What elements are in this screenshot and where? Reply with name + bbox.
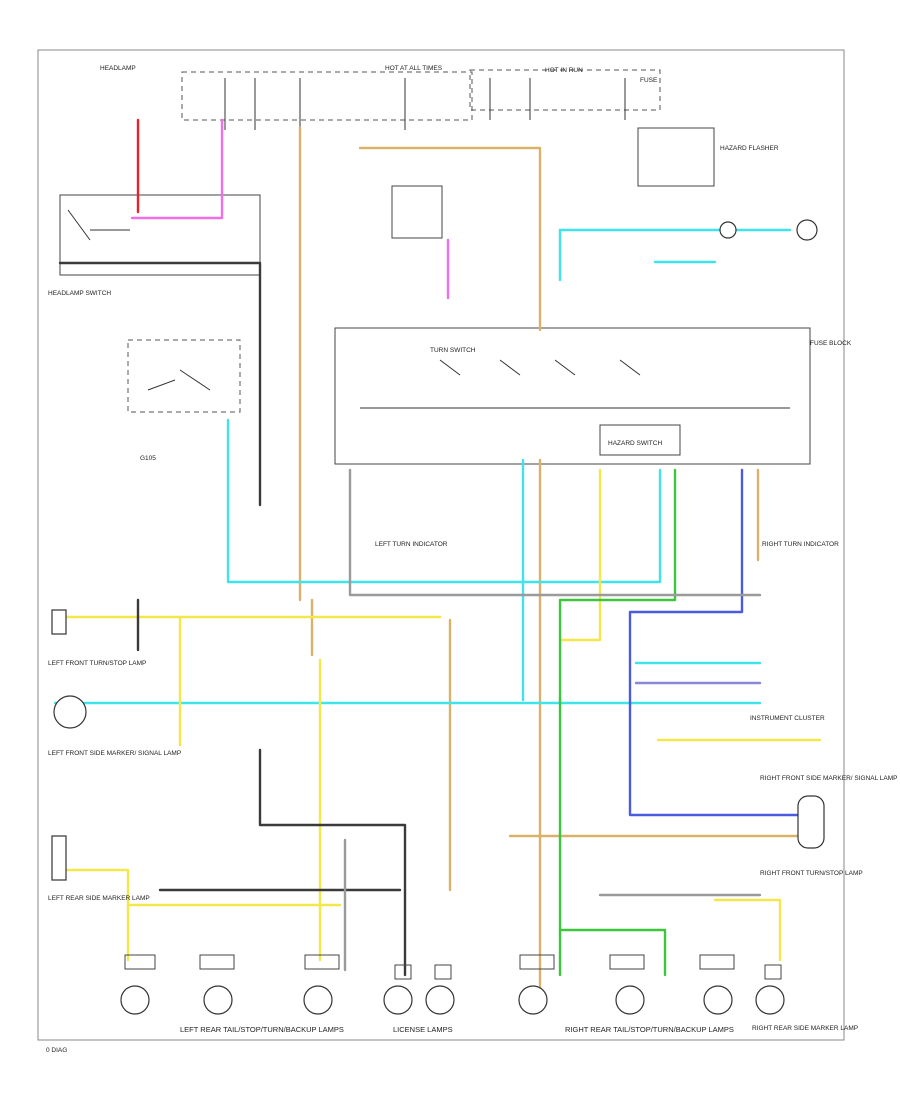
left-front-marker-label: LEFT FRONT SIDE MARKER/ SIGNAL LAMP xyxy=(48,750,181,757)
headlamp-switch-label: HEADLAMP SWITCH xyxy=(48,290,111,297)
right-rear-lamps-label: RIGHT REAR TAIL/STOP/TURN/BACKUP LAMPS xyxy=(565,1025,734,1034)
cyan-wire-1 xyxy=(226,418,662,584)
turn-hazard-module: TURN SWITCH HAZARD SWITCH xyxy=(334,327,811,465)
left-indicator-label: LEFT TURN INDICATOR xyxy=(375,541,448,548)
right-rear-marker-label: RIGHT REAR SIDE MARKER LAMP xyxy=(752,1025,858,1032)
top-fuse-region: HEADLAMP HOT AT ALL TIMES HOT IN RUN FUS… xyxy=(100,65,661,130)
right-indicator-label: RIGHT TURN INDICATOR xyxy=(762,541,839,548)
gray-wire-1 xyxy=(348,468,762,597)
instrument-cluster-label: INSTRUMENT CLUSTER xyxy=(750,715,825,722)
relay-box xyxy=(391,185,443,239)
right-front-marker-label: RIGHT FRONT SIDE MARKER/ SIGNAL LAMP xyxy=(760,775,898,782)
turn-switch-label: TURN SWITCH xyxy=(430,347,476,354)
rear-bulbs: LEFT REAR TAIL/STOP/TURN/BACKUP LAMPS LI… xyxy=(120,985,858,1034)
svg-text:FUSE: FUSE xyxy=(640,77,658,84)
svg-text:HEADLAMP: HEADLAMP xyxy=(100,65,136,72)
tan-wire-2 xyxy=(358,146,542,332)
svg-text:HOT AT ALL TIMES: HOT AT ALL TIMES xyxy=(385,65,443,72)
right-front-lamps: RIGHT FRONT TURN/STOP LAMP RIGHT FRONT S… xyxy=(719,219,898,877)
left-front-turn-label: LEFT FRONT TURN/STOP LAMP xyxy=(48,660,146,667)
hazard-switch-label: HAZARD SWITCH xyxy=(608,440,662,447)
footer-label: 0 DIAG xyxy=(46,1047,67,1054)
green-wire-2 xyxy=(558,928,667,977)
left-switch-box xyxy=(127,339,241,413)
headlamp-switch: HEADLAMP SWITCH xyxy=(48,194,261,297)
diagram-border xyxy=(37,49,845,1041)
connector-clusters xyxy=(124,954,782,980)
svg-text:HOT IN RUN: HOT IN RUN xyxy=(545,67,583,74)
license-lamps-label: LICENSE LAMPS xyxy=(393,1025,453,1034)
left-rear-marker-label: LEFT REAR SIDE MARKER LAMP xyxy=(48,895,150,902)
right-front-turn-label: RIGHT FRONT TURN/STOP LAMP xyxy=(760,870,863,877)
hazard-flasher: HAZARD FLASHER xyxy=(637,127,779,187)
left-rear-lamps-label: LEFT REAR TAIL/STOP/TURN/BACKUP LAMPS xyxy=(180,1025,344,1034)
fuse-block-label: FUSE BLOCK xyxy=(810,340,852,347)
blue-wire-1 xyxy=(628,468,802,817)
left-front-lamps: LEFT FRONT TURN/STOP LAMP LEFT FRONT SID… xyxy=(48,609,181,902)
yellow-wire-8 xyxy=(713,898,782,962)
black-wire-3 xyxy=(58,261,262,507)
yellow-wire-6 xyxy=(558,468,602,642)
pink-wire xyxy=(130,118,224,220)
yellow-wire-3 xyxy=(58,868,130,962)
wires xyxy=(53,118,822,992)
ground-label: G105 xyxy=(140,455,156,462)
green-wire-1 xyxy=(558,468,677,977)
black-wire-1 xyxy=(258,748,407,977)
flasher-label: HAZARD FLASHER xyxy=(720,145,779,152)
